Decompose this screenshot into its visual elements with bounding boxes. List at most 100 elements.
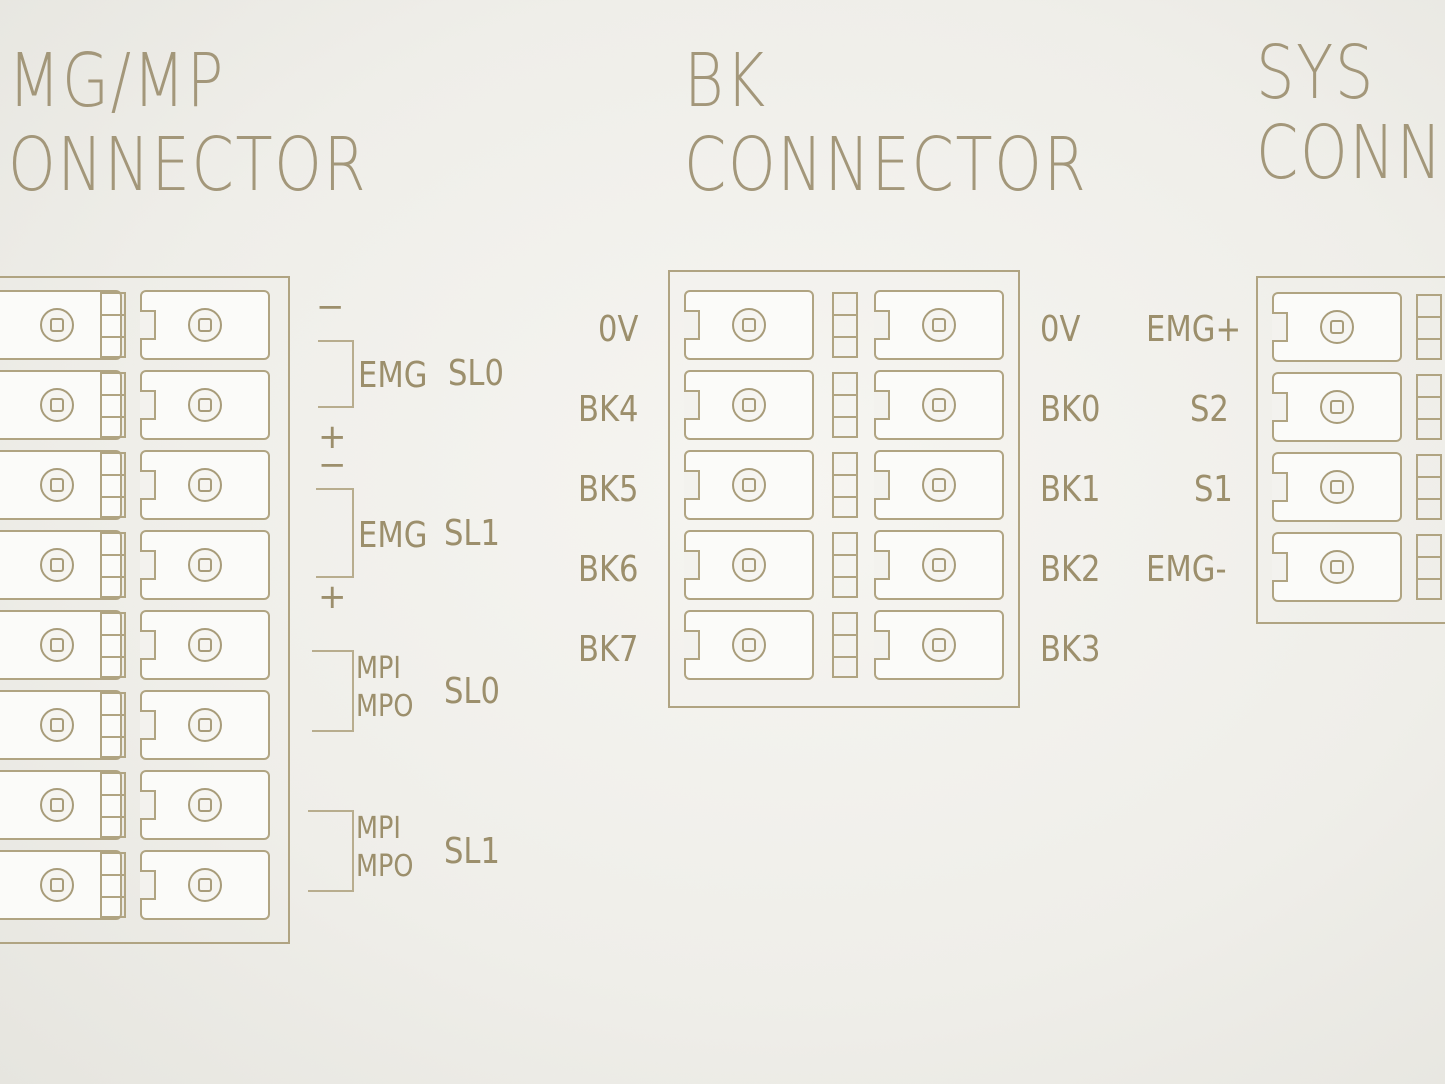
emg-mp-title-line1: MG/MP xyxy=(8,38,225,124)
plus-sign: + xyxy=(318,417,347,457)
sl0-label: SL0 xyxy=(448,353,504,394)
screw-icon xyxy=(40,708,74,742)
mpo-label: MPO xyxy=(356,689,414,724)
separator xyxy=(1416,374,1442,440)
separator xyxy=(1416,454,1442,520)
separator xyxy=(1416,534,1442,600)
terminal xyxy=(140,610,270,680)
screw-icon xyxy=(1320,550,1354,584)
screw-icon xyxy=(188,548,222,582)
terminal xyxy=(140,770,270,840)
terminal xyxy=(684,530,814,600)
mpi-label: MPI xyxy=(356,811,401,846)
screw-icon xyxy=(732,308,766,342)
screw-icon xyxy=(188,468,222,502)
bk-title-line2: CONNECTOR xyxy=(684,122,1088,208)
screw-icon xyxy=(40,388,74,422)
sys-title-line2: CONNE xyxy=(1256,110,1445,196)
separator xyxy=(100,692,126,758)
terminal xyxy=(684,290,814,360)
sys-title-line1: SYS xyxy=(1256,30,1376,116)
separator xyxy=(100,612,126,678)
screw-icon xyxy=(732,468,766,502)
bk-right-label: 0V xyxy=(1040,309,1081,350)
sl1-label: SL1 xyxy=(444,513,500,554)
screw-icon xyxy=(1320,470,1354,504)
separator xyxy=(1416,294,1442,360)
bracket xyxy=(312,650,354,732)
terminal xyxy=(684,610,814,680)
mpi-label: MPI xyxy=(356,651,401,686)
screw-icon xyxy=(40,468,74,502)
bk-right-label: BK1 xyxy=(1040,469,1101,510)
terminal xyxy=(140,450,270,520)
screw-icon xyxy=(732,388,766,422)
screw-icon xyxy=(922,548,956,582)
screw-icon xyxy=(922,308,956,342)
screw-icon xyxy=(922,388,956,422)
screw-icon xyxy=(188,308,222,342)
screw-icon xyxy=(40,788,74,822)
terminal xyxy=(140,530,270,600)
screw-icon xyxy=(188,388,222,422)
bk-right-label: BK3 xyxy=(1040,629,1101,670)
separator xyxy=(832,452,858,518)
terminal xyxy=(140,290,270,360)
bk-terminal-block xyxy=(668,270,1020,708)
terminal xyxy=(1272,292,1402,362)
screw-icon xyxy=(40,868,74,902)
emg-mp-title-line2: ONNECTOR xyxy=(8,122,368,208)
bracket xyxy=(308,810,354,892)
sys-label: EMG- xyxy=(1146,549,1227,590)
plus-sign: + xyxy=(318,577,347,617)
separator xyxy=(100,372,126,438)
screw-icon xyxy=(188,868,222,902)
terminal xyxy=(140,370,270,440)
screw-icon xyxy=(40,628,74,662)
sl0-label: SL0 xyxy=(444,671,500,712)
minus-sign: − xyxy=(318,445,347,485)
screw-icon xyxy=(732,548,766,582)
emg-mp-terminal-block xyxy=(0,276,290,944)
screw-icon xyxy=(922,628,956,662)
terminal xyxy=(684,450,814,520)
terminal xyxy=(874,450,1004,520)
screw-icon xyxy=(40,548,74,582)
bk-left-label: 0V xyxy=(598,309,639,350)
sys-terminal-block xyxy=(1256,276,1445,624)
separator xyxy=(832,372,858,438)
separator xyxy=(832,612,858,678)
bk-left-label: BK4 xyxy=(578,389,639,430)
screw-icon xyxy=(188,708,222,742)
screw-icon xyxy=(732,628,766,662)
terminal xyxy=(874,610,1004,680)
separator xyxy=(100,532,126,598)
separator xyxy=(100,292,126,358)
sl1-label: SL1 xyxy=(444,831,500,872)
terminal xyxy=(1272,452,1402,522)
terminal xyxy=(684,370,814,440)
screw-icon xyxy=(188,628,222,662)
sys-label: S1 xyxy=(1194,469,1233,510)
terminal xyxy=(874,290,1004,360)
separator xyxy=(100,852,126,918)
screw-icon xyxy=(1320,310,1354,344)
terminal xyxy=(874,530,1004,600)
terminal xyxy=(1272,532,1402,602)
terminal xyxy=(140,690,270,760)
bk-left-label: BK7 xyxy=(578,629,639,670)
separator xyxy=(832,292,858,358)
screw-icon xyxy=(188,788,222,822)
bk-right-label: BK0 xyxy=(1040,389,1101,430)
separator xyxy=(100,772,126,838)
sys-label: S2 xyxy=(1190,389,1229,430)
terminal xyxy=(1272,372,1402,442)
bracket xyxy=(316,488,354,578)
mpo-label: MPO xyxy=(356,849,414,884)
minus-sign: − xyxy=(316,287,345,327)
screw-icon xyxy=(40,308,74,342)
terminal xyxy=(874,370,1004,440)
bk-left-label: BK5 xyxy=(578,469,639,510)
emg-label: EMG xyxy=(358,515,428,556)
bk-title-line1: BK xyxy=(684,38,767,124)
